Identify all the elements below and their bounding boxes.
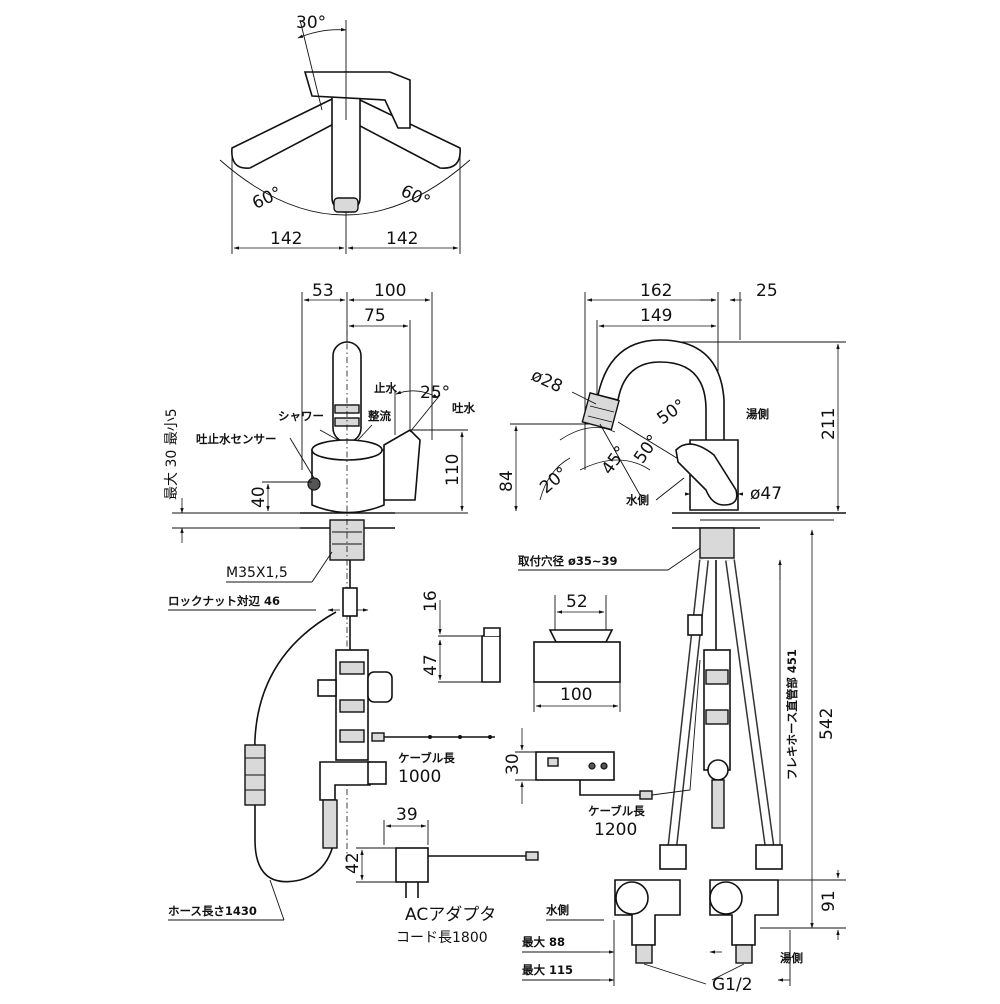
stop-valve-left-handle — [615, 881, 649, 915]
hot-side-label: 湯側 — [746, 407, 769, 421]
hot-side-bottom-label: 湯側 — [780, 951, 803, 965]
front-flex-hose — [322, 799, 338, 849]
cord-length-label: コード長1800 — [396, 930, 488, 946]
dim-100: 100 — [374, 281, 406, 301]
side-lever — [675, 443, 738, 506]
nut-left — [659, 844, 687, 870]
label-spout-water: 吐水 — [452, 401, 475, 415]
water-side-bottom-label: 水側 — [546, 903, 569, 917]
dim-149: 149 — [640, 306, 672, 326]
dia-28: ø28 — [528, 366, 565, 398]
ac-adapter: 39 42 ACアダプタ コード長1800 — [343, 805, 539, 946]
cable-length-1200: 1200 — [594, 820, 637, 840]
spout-tip — [333, 197, 359, 213]
dim-91: 91 — [819, 890, 839, 912]
dim-47: 47 — [421, 654, 441, 676]
dim-16: 16 — [421, 590, 441, 612]
dim-42: 42 — [343, 852, 363, 874]
dim-542: 542 — [817, 708, 837, 740]
angle-60-right: 60° — [397, 181, 433, 212]
label-straight-flow: 整流 — [367, 409, 391, 423]
solenoid — [367, 671, 393, 703]
nut-right — [755, 844, 783, 870]
angle-30: 30° — [296, 13, 326, 33]
dim-39: 39 — [396, 805, 418, 825]
water-side-label: 水側 — [626, 493, 649, 507]
spout-left-60 — [231, 97, 346, 169]
front-shank — [329, 519, 365, 561]
dia-47: ø47 — [750, 484, 782, 504]
label-sensor: 吐止水センサー — [196, 432, 277, 446]
valve-outlet — [367, 761, 387, 785]
angle-50-lower: 50° — [630, 431, 664, 467]
dim-52: 52 — [566, 592, 588, 612]
angle-50-upper: 50° — [653, 395, 689, 429]
cable2-length-label: ケーブル長 — [588, 804, 645, 818]
lock-nut-label: ロックナット対辺 46 — [168, 594, 280, 608]
dim-25: 25 — [756, 281, 778, 301]
dim-30: 30 — [503, 753, 523, 775]
angle-45: 45° — [598, 442, 632, 478]
sensor-box-front — [533, 641, 621, 683]
label-stop-water: 止水 — [374, 381, 397, 395]
front-lever — [383, 429, 421, 501]
angle-20: 20° — [536, 463, 572, 498]
sensor-dot-icon — [307, 477, 321, 491]
dim-162: 162 — [640, 281, 672, 301]
side-view: 162 25 149 211 ø28 45° 50° 50° 20° 84 湯側… — [497, 281, 846, 995]
dim-84: 84 — [497, 470, 517, 492]
angle-25: 25° — [420, 383, 450, 403]
angle-60-left: 60° — [249, 183, 285, 214]
mount-hole-label: 取付穴径 ø35~39 — [518, 554, 618, 568]
cable-section: ケーブル長 1000 30 ケーブル長 1200 — [371, 728, 653, 840]
valve-elbow — [319, 761, 371, 801]
side-port — [317, 679, 337, 697]
dim-40: 40 — [249, 486, 269, 508]
cable-length-1000: 1000 — [398, 767, 441, 787]
hose-length-label: ホース長さ1430 — [168, 904, 257, 918]
front-view: 53 100 75 止水 25° 吐水 シャワー 整流 吐止水センサー 最大 3… — [164, 281, 475, 921]
label-shower: シャワー — [278, 409, 324, 423]
sensor-bracket-side — [481, 635, 501, 683]
stop-valve-right-handle — [709, 881, 743, 915]
top-view: 30° 60° 60° 142 142 — [219, 13, 471, 254]
dim-75: 75 — [364, 306, 386, 326]
side-shank — [699, 527, 735, 559]
cable-1200 — [579, 780, 642, 796]
sensor-connector — [342, 587, 358, 617]
max-115-label: 最大 115 — [522, 963, 573, 977]
sensor-box-top — [548, 629, 614, 643]
shower-hose — [253, 611, 337, 883]
swing-arc — [219, 159, 471, 216]
dim-100-box: 100 — [560, 685, 592, 705]
ac-adapter-label: ACアダプタ — [405, 905, 496, 925]
thread-g12: G1/2 — [712, 975, 753, 995]
sensor-bracket-tab — [483, 627, 501, 636]
max-88-label: 最大 88 — [522, 935, 565, 949]
adapter-body — [395, 847, 429, 883]
dim-110: 110 — [443, 454, 463, 486]
deck-thickness: 最大 30 最小5 — [164, 408, 180, 500]
thread-label: M35X1,5 — [226, 565, 288, 581]
dim-53: 53 — [312, 281, 334, 301]
width-142-right: 142 — [386, 229, 418, 249]
cable-length-label: ケーブル長 — [398, 751, 455, 765]
flex-hose-label: フレキホース直管部 451 — [785, 649, 799, 780]
width-142-left: 142 — [270, 229, 302, 249]
dim-211: 211 — [819, 408, 839, 440]
sensor-unit: 16 47 52 100 — [421, 590, 621, 712]
side-flex-hose — [711, 779, 725, 829]
lever-top — [303, 71, 411, 129]
